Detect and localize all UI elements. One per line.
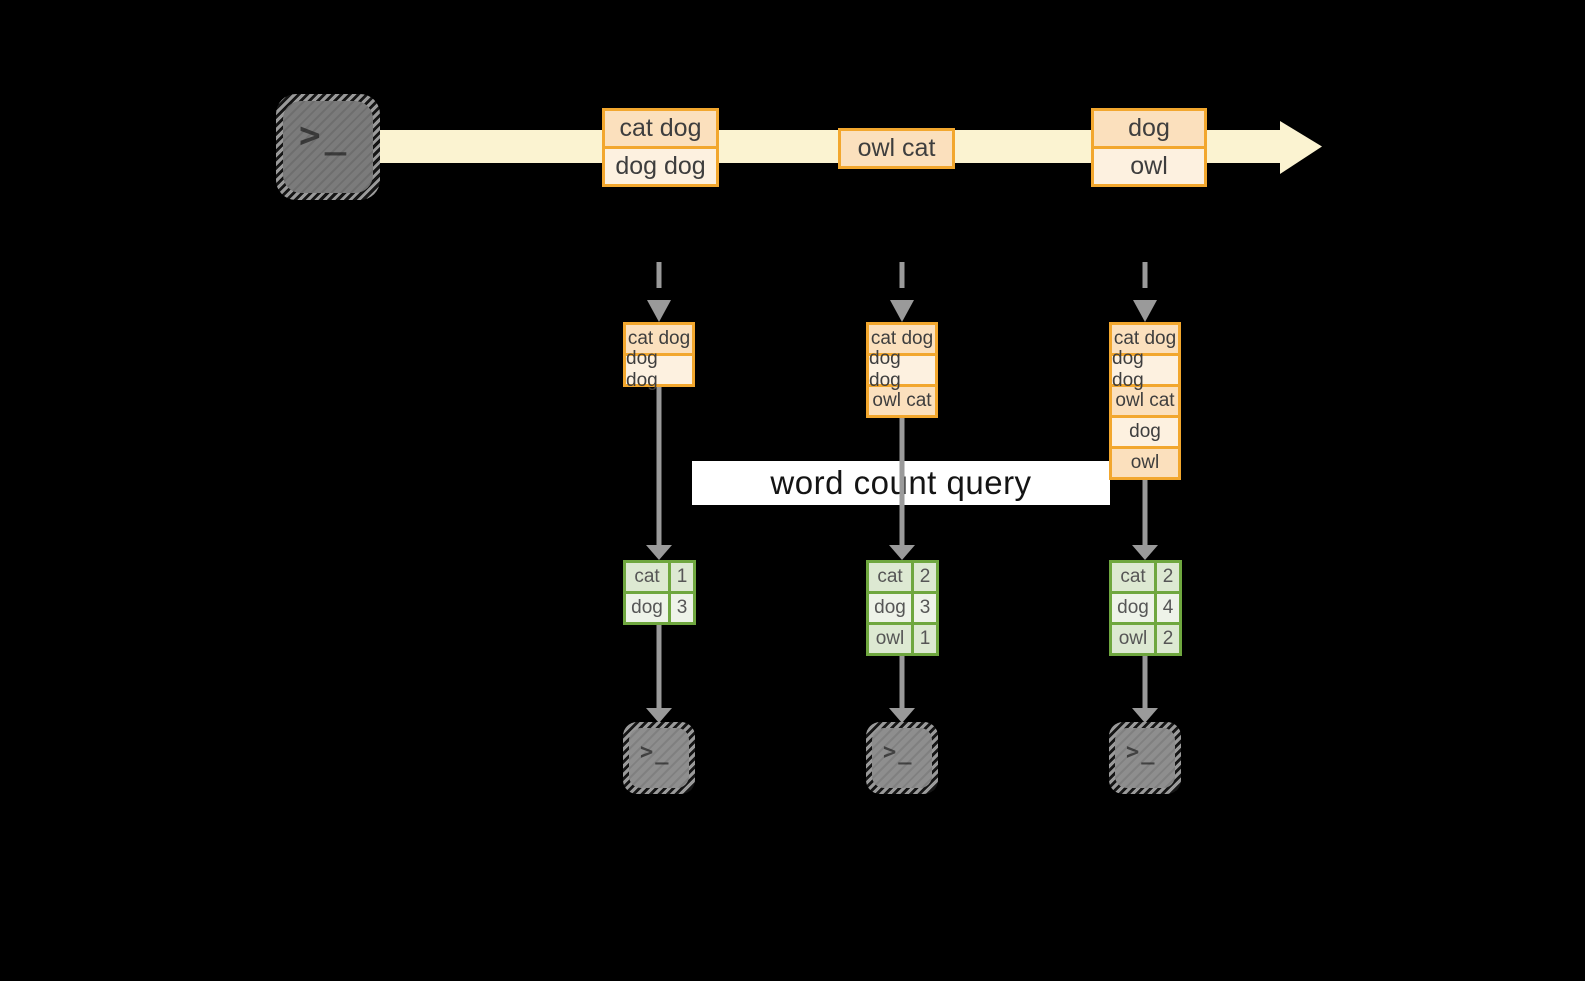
count-cell: 2 (1157, 625, 1179, 653)
terminal-prompt-icon: >_ (1126, 740, 1157, 765)
stream-record: dog dog (605, 146, 716, 184)
buffer-record: dog dog (626, 348, 692, 391)
sink-terminal-icon-3: >_ (1109, 722, 1181, 794)
word-cell: cat (626, 563, 668, 591)
stream-event-batch-1: cat dog dog dog (602, 108, 719, 187)
count-cell: 3 (671, 594, 693, 622)
sink-terminal-icon-1: >_ (623, 722, 695, 794)
buffer-record: owl (1112, 446, 1178, 477)
count-cell: 2 (914, 563, 936, 591)
word-cell: dog (626, 594, 668, 622)
terminal-prompt-icon: >_ (883, 740, 914, 765)
stream-record: cat dog (605, 111, 716, 146)
count-table-2: cat 2 dog 3 owl 1 (866, 560, 939, 656)
buffer-record: cat dog (869, 325, 935, 353)
word-cell: cat (1112, 563, 1154, 591)
buffer-record: cat dog (626, 325, 692, 353)
count-cell: 2 (1157, 563, 1179, 591)
count-table-1: cat 1 dog 3 (623, 560, 696, 625)
terminal-prompt-icon: >_ (299, 115, 351, 156)
sink-terminal-icon-2: >_ (866, 722, 938, 794)
terminal-screen: >_ (629, 728, 689, 788)
word-cell: dog (869, 594, 911, 622)
stream-record: dog (1094, 111, 1204, 146)
count-cell: 1 (914, 625, 936, 653)
buffer-record: owl cat (1112, 384, 1178, 415)
stream-record: owl cat (841, 131, 952, 166)
input-buffer-2: cat dog dog dog owl cat (866, 322, 938, 418)
word-cell: owl (1112, 625, 1154, 653)
buffer-record: dog dog (869, 348, 935, 391)
buffer-record: dog (1112, 415, 1178, 446)
buffer-record: owl cat (869, 384, 935, 415)
count-table-3: cat 2 dog 4 owl 2 (1109, 560, 1182, 656)
count-cell: 1 (671, 563, 693, 591)
stream-record: owl (1094, 146, 1204, 184)
buffer-record: cat dog (1112, 325, 1178, 353)
source-terminal-icon: >_ (276, 94, 380, 200)
stream-event-batch-3: dog owl (1091, 108, 1207, 187)
query-banner-label: word count query (770, 464, 1032, 501)
terminal-screen: >_ (283, 101, 373, 193)
terminal-screen: >_ (1115, 728, 1175, 788)
stream-event-batch-2: owl cat (838, 128, 955, 169)
count-cell: 3 (914, 594, 936, 622)
buffer-record: dog dog (1112, 348, 1178, 391)
input-buffer-1: cat dog dog dog (623, 322, 695, 391)
word-cell: cat (869, 563, 911, 591)
word-cell: dog (1112, 594, 1154, 622)
trigger-arrows (647, 262, 1157, 322)
terminal-prompt-icon: >_ (640, 740, 671, 765)
input-buffer-3: cat dog dog dog owl cat dog owl (1109, 322, 1181, 480)
count-cell: 4 (1157, 594, 1179, 622)
query-banner: word count query (692, 461, 1110, 505)
word-cell: owl (869, 625, 911, 653)
terminal-screen: >_ (872, 728, 932, 788)
